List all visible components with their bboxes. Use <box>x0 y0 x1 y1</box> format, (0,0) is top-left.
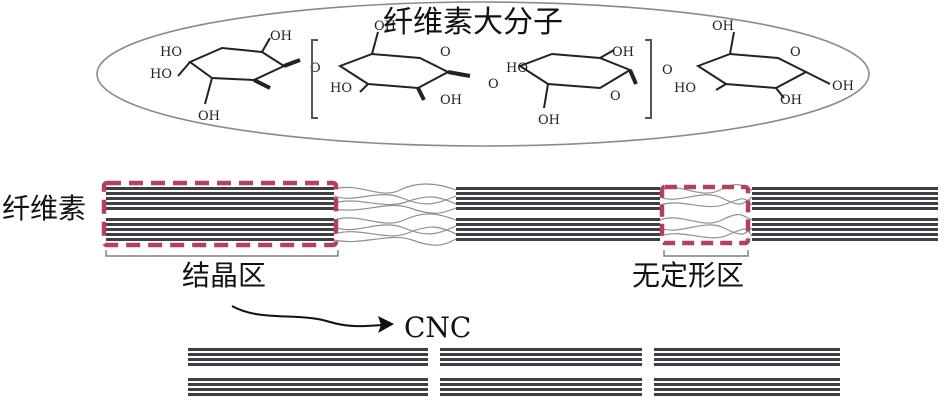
crystalline-region-bracket <box>105 250 339 257</box>
ring3-label: O <box>610 89 621 104</box>
glucose-ring-1 <box>177 37 301 105</box>
ring4-label: OH <box>780 93 802 108</box>
ring1-label: OH <box>198 109 220 124</box>
ring4-label: O <box>790 45 801 60</box>
glucose-ring-3 <box>517 49 638 109</box>
cnc-bundle-2 <box>440 348 642 396</box>
ring2-label: HO <box>330 81 352 96</box>
amorphous-region-bracket <box>663 250 749 257</box>
amorphous-segment-1 <box>333 183 457 214</box>
crystalline-segment-2 <box>456 218 660 241</box>
cnc-bundle-3 <box>654 348 840 396</box>
glycosidic-o: O <box>310 61 321 76</box>
ring4-label: OH <box>832 79 854 94</box>
cellulose-fibril-upper <box>106 183 938 214</box>
ring2-label: O <box>440 45 451 60</box>
ring1-label: HO <box>150 67 172 82</box>
ring2-label: OH <box>440 93 462 108</box>
diagram-title: 纤维素大分子 <box>383 5 563 40</box>
ring4-labels: OH HO OH O OH <box>674 19 854 108</box>
glycosidic-o: O <box>662 63 673 78</box>
glucose-ring-2 <box>337 31 471 101</box>
cellulose-fibril-lower <box>106 213 938 246</box>
cnc-bundle-1 <box>188 348 428 396</box>
crystalline-segment-1 <box>106 187 334 210</box>
crystalline-segment-1 <box>106 218 334 241</box>
macromolecule-ellipse <box>96 1 870 147</box>
ring3-label: OH <box>612 45 634 60</box>
amorphous-segment-1 <box>333 213 457 246</box>
ring1-labels: HO HO OH OH <box>150 29 292 124</box>
cnc-nanocrystals <box>188 348 840 396</box>
crystalline-region-label: 结晶区 <box>182 259 267 292</box>
ring4-label: OH <box>712 19 734 34</box>
amorphous-segment-2 <box>659 213 753 239</box>
cnc-label: CNC <box>404 311 472 344</box>
amorphous-region-highlight <box>659 184 751 246</box>
amorphous-region-label: 无定形区 <box>632 259 745 292</box>
ring1-label: HO <box>160 45 182 60</box>
ring3-label: HO <box>506 61 528 76</box>
ring2-labels: OH HO OH O <box>330 19 462 108</box>
arrow-head-icon <box>378 316 394 333</box>
ring3-label: OH <box>538 113 560 128</box>
crystalline-segment-2 <box>456 187 660 210</box>
repeat-bracket-left <box>311 39 318 119</box>
glycosidic-o: O <box>488 77 499 92</box>
glucose-ring-4 <box>695 31 831 99</box>
ring3-labels: HO OH O OH <box>506 45 634 128</box>
cellulose-label: 纤维素 <box>2 192 87 225</box>
crystalline-segment-3 <box>752 187 938 210</box>
crystalline-region-highlight <box>101 180 339 248</box>
hydrolysis-arrow <box>231 305 383 328</box>
ring4-label: HO <box>674 81 696 96</box>
ring2-label: OH <box>374 19 396 34</box>
crystalline-segment-3 <box>752 218 938 241</box>
repeat-bracket-right <box>645 39 652 119</box>
ring1-label: OH <box>270 29 292 44</box>
